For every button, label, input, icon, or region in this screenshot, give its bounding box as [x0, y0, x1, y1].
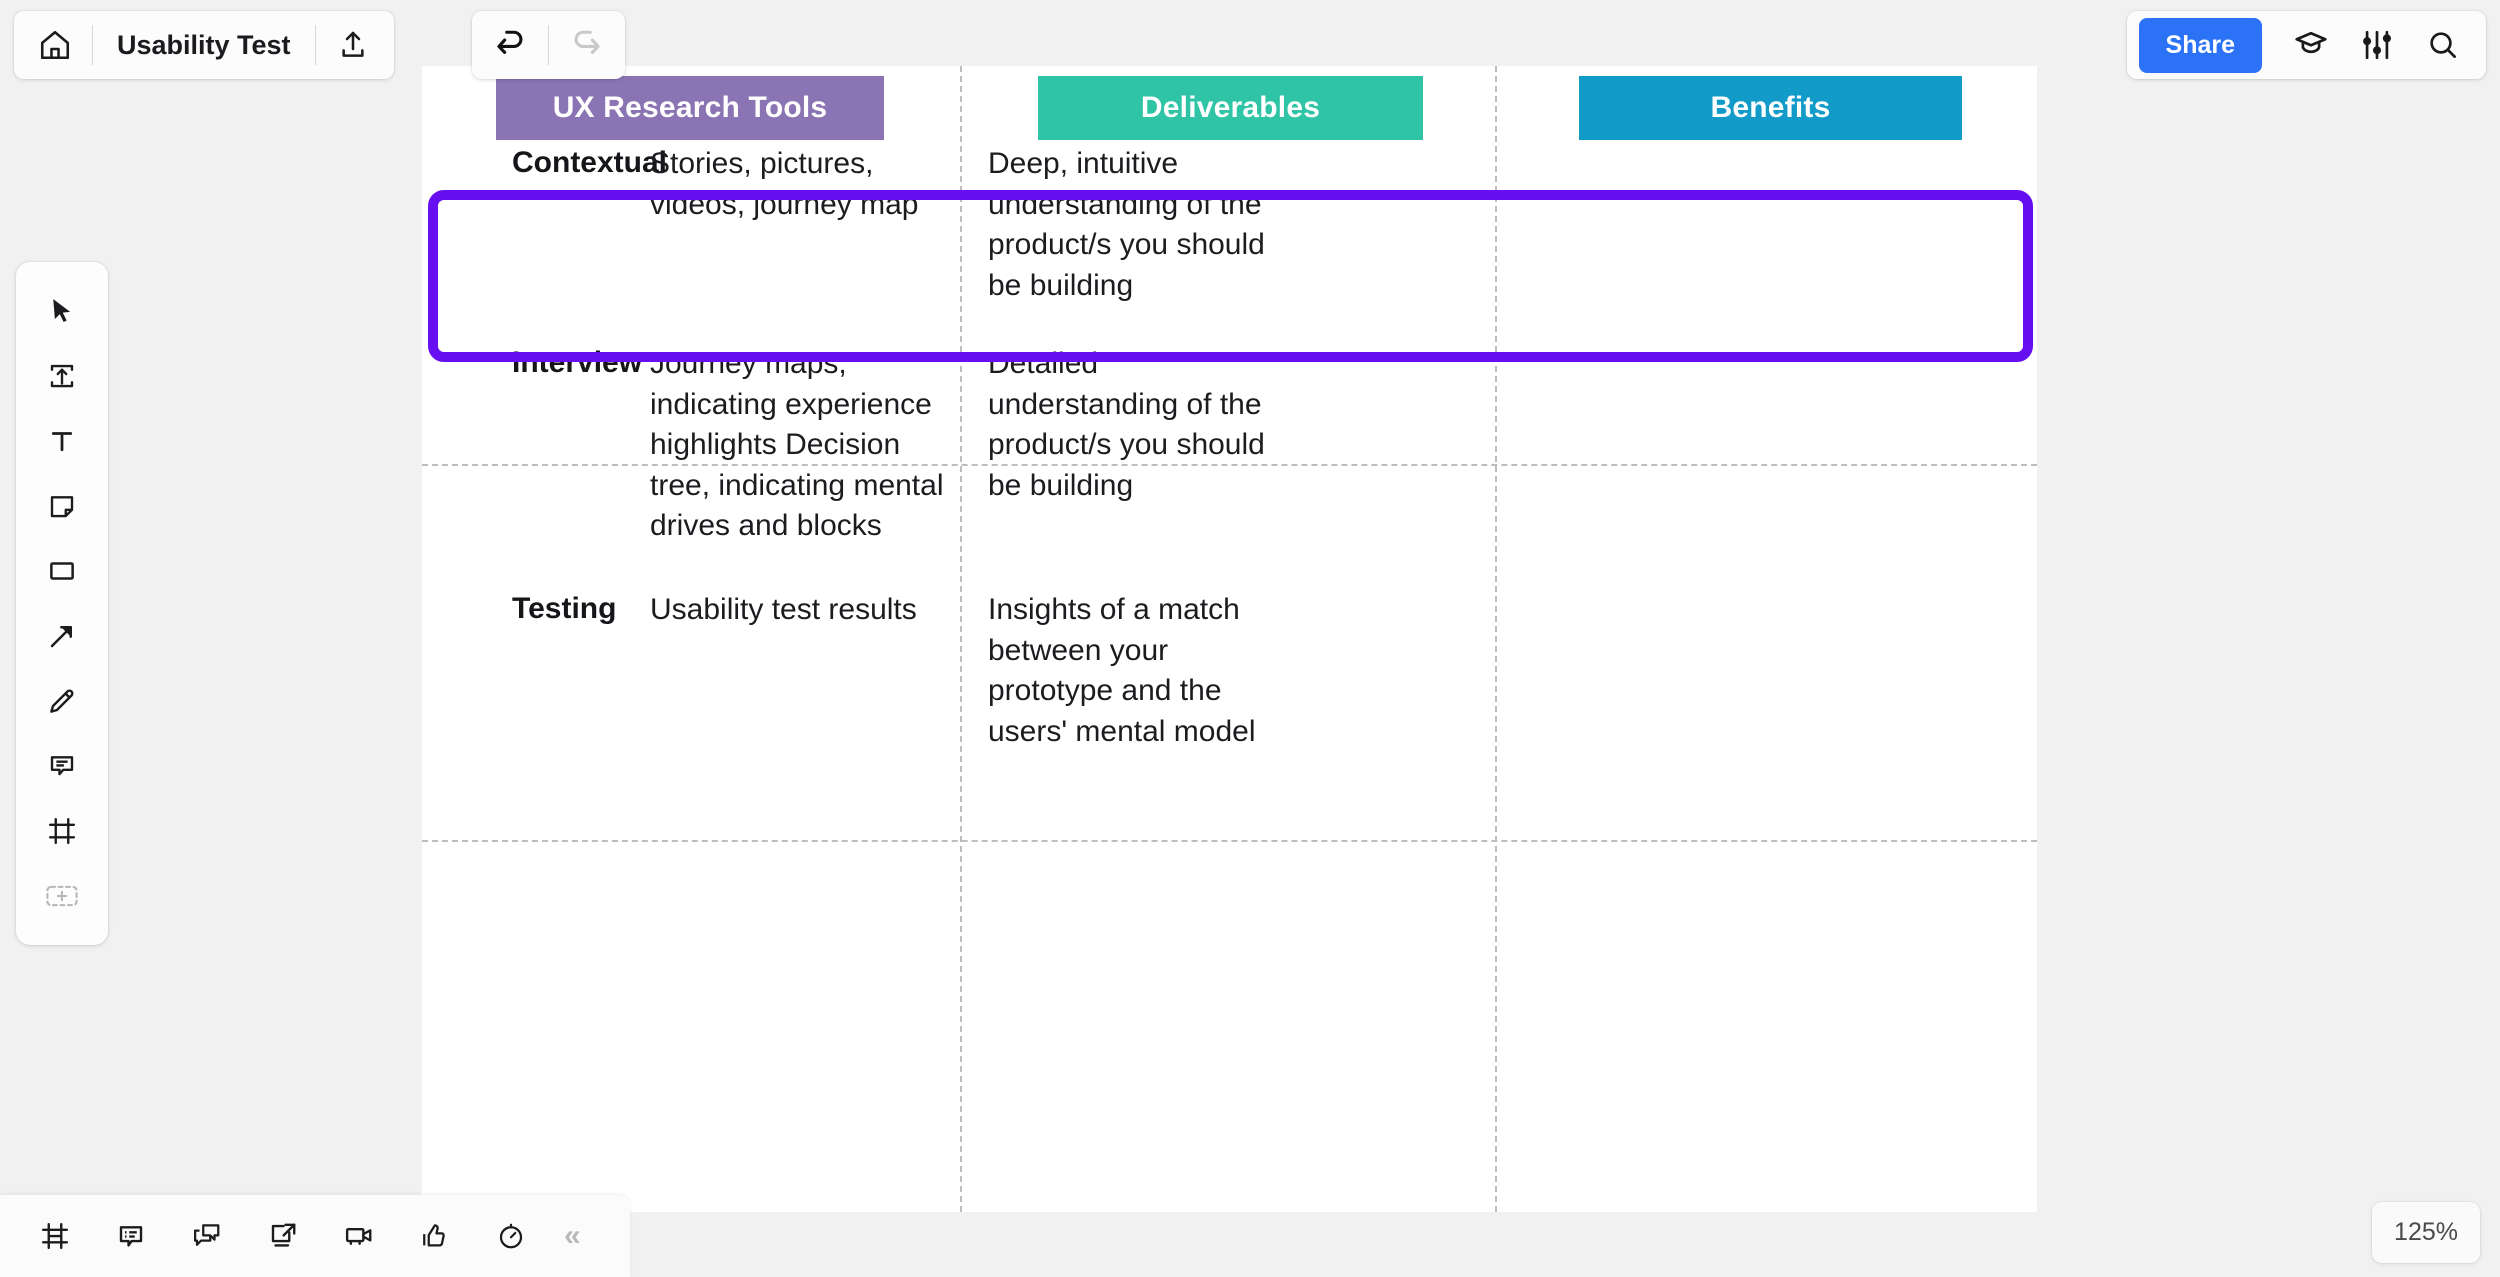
upload-tool[interactable] [29, 349, 95, 403]
column-header-label: Deliverables [1140, 91, 1321, 124]
top-right-toolbar: Share [2126, 11, 2486, 79]
cell-tool-1[interactable]: Interview [512, 346, 643, 379]
thumbs-up-icon [420, 1221, 450, 1251]
sticky-note-icon [47, 491, 77, 521]
present-screen-icon [268, 1221, 298, 1251]
redo-icon [569, 28, 603, 62]
cell-benefits-2[interactable]: Insights of a match between your prototy… [988, 593, 1256, 748]
comments-panel-button[interactable] [102, 1209, 160, 1263]
pencil-icon [47, 686, 77, 716]
upload-frame-icon [47, 361, 77, 391]
select-tool[interactable] [29, 284, 95, 338]
frame-list-icon [40, 1221, 70, 1251]
timer-icon [496, 1221, 526, 1251]
present-panel-button[interactable] [254, 1209, 312, 1263]
frame-icon [47, 816, 77, 846]
cell-benefits-0[interactable]: Deep, intuitive understanding of the pro… [988, 147, 1265, 302]
column-divider-1 [960, 66, 962, 1212]
main-toolbar: Usability Test [14, 11, 394, 79]
arrow-line-icon [47, 621, 77, 651]
column-header-ux-research-tools[interactable]: UX Research Tools [496, 76, 884, 140]
video-camera-icon [344, 1221, 374, 1251]
column-header-label: UX Research Tools [552, 91, 828, 124]
plus-dashed-icon [45, 881, 79, 911]
pen-tool[interactable] [29, 674, 95, 728]
more-tools[interactable] [29, 869, 95, 923]
home-icon [38, 28, 72, 62]
undo-icon [494, 28, 528, 62]
history-divider [548, 25, 549, 65]
video-call-button[interactable] [330, 1209, 388, 1263]
search-button[interactable] [2412, 17, 2474, 73]
text-t-icon [47, 426, 77, 456]
cell-tool-2[interactable]: Testing [512, 592, 617, 625]
column-divider-2 [1495, 66, 1497, 1212]
column-header-deliverables[interactable]: Deliverables [1038, 76, 1423, 140]
learning-center-button[interactable] [2280, 17, 2342, 73]
chat-panel-button[interactable] [178, 1209, 236, 1263]
frames-panel-button[interactable] [26, 1209, 84, 1263]
research-table: Contextual Stories, pictures, videos, jo… [422, 66, 2037, 1212]
text-tool[interactable] [29, 414, 95, 468]
export-button[interactable] [322, 17, 384, 73]
toolbar-divider-2 [314, 25, 316, 65]
cursor-arrow-icon [47, 296, 77, 326]
tool-rail [16, 262, 108, 945]
shape-tool[interactable] [29, 544, 95, 598]
cell-tool-0[interactable]: Contextual [512, 146, 668, 179]
document-title[interactable]: Usability Test [117, 29, 291, 60]
cell-deliverables-2[interactable]: Usability test results [650, 593, 917, 626]
comment-list-icon [116, 1221, 146, 1251]
search-icon [2426, 28, 2460, 62]
sliders-icon [2360, 28, 2394, 62]
column-header-benefits[interactable]: Benefits [1579, 76, 1962, 140]
comment-tool[interactable] [29, 739, 95, 793]
zoom-level-badge[interactable]: 125% [2372, 1202, 2480, 1263]
board-canvas[interactable]: Contextual Stories, pictures, videos, jo… [422, 66, 2037, 1212]
reactions-button[interactable] [406, 1209, 464, 1263]
rectangle-icon [47, 556, 77, 586]
history-toolbar [472, 11, 625, 79]
graduation-cap-icon [2293, 27, 2329, 63]
cell-deliverables-0[interactable]: Stories, pictures, videos, journey map [650, 147, 919, 221]
cell-deliverables-1[interactable]: Journey maps, indicating experience high… [650, 347, 944, 542]
settings-button[interactable] [2346, 17, 2408, 73]
upload-export-icon [337, 29, 369, 61]
home-button[interactable] [24, 17, 86, 73]
bottom-toolbar: « [0, 1195, 630, 1277]
sticky-note-tool[interactable] [29, 479, 95, 533]
chat-bubbles-icon [192, 1221, 222, 1251]
connector-tool[interactable] [29, 609, 95, 663]
share-button[interactable]: Share [2138, 17, 2262, 73]
row-divider-1 [422, 464, 2037, 466]
collapse-toolbar-button[interactable]: « [564, 1219, 581, 1252]
undo-button[interactable] [480, 17, 542, 73]
redo-button[interactable] [555, 17, 617, 73]
column-header-label: Benefits [1710, 91, 1831, 124]
toolbar-divider-1 [92, 25, 93, 65]
timer-button[interactable] [482, 1209, 540, 1263]
row-divider-2 [422, 840, 2037, 842]
cell-benefits-1[interactable]: Detailed understanding of the product/s … [988, 347, 1265, 502]
comment-bubble-icon [47, 751, 77, 781]
frame-tool[interactable] [29, 804, 95, 858]
